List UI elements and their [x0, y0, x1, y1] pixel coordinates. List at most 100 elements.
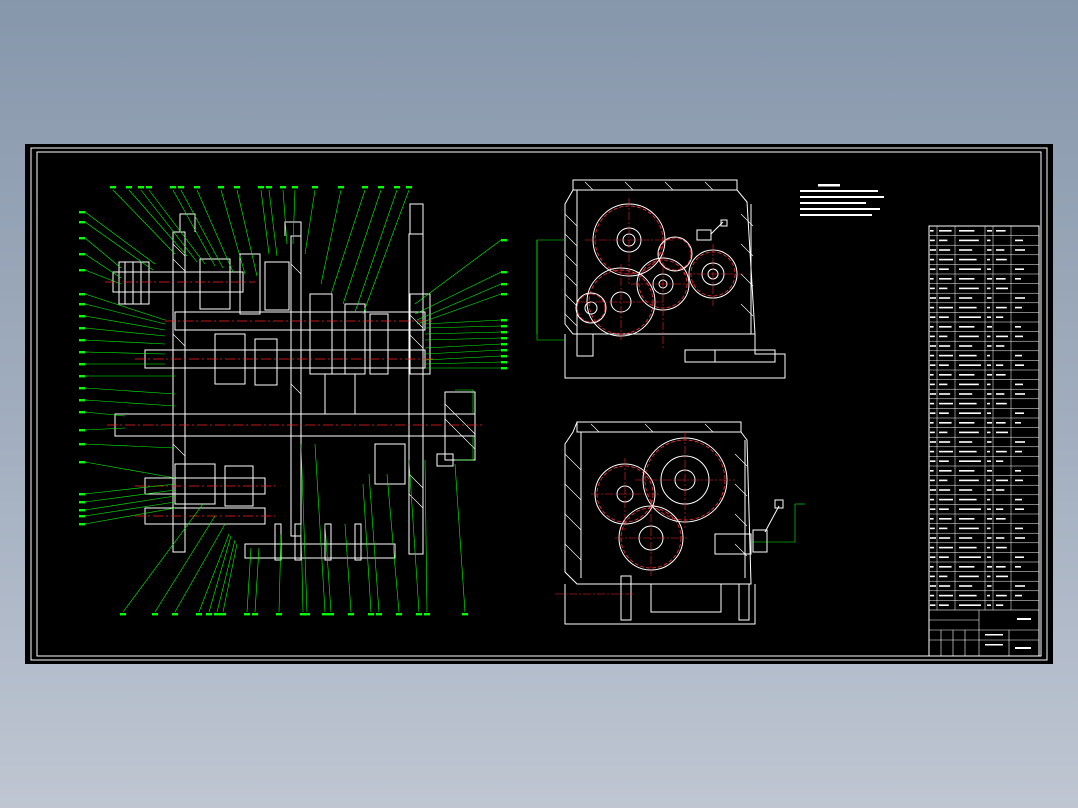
- parts-cell-text: [959, 566, 975, 568]
- parts-cell-text: [930, 335, 935, 338]
- parts-cell-text: [930, 326, 934, 328]
- part-number-label: [79, 339, 85, 342]
- parts-cell-text: [939, 431, 948, 434]
- parts-cell-text: [987, 335, 991, 338]
- parts-cell-text: [1015, 383, 1023, 386]
- leader-lines-left: [84, 211, 176, 525]
- parts-cell-text: [939, 230, 952, 232]
- part-number-label: [79, 411, 85, 414]
- part-number-label: [214, 613, 220, 616]
- parts-cell-text: [959, 335, 979, 338]
- parts-cell-text: [1015, 306, 1022, 309]
- parts-cell-text: [987, 393, 992, 395]
- part-number-label: [170, 186, 176, 189]
- title-block: [928, 609, 1040, 657]
- part-number-label: [79, 375, 85, 378]
- parts-cell-text: [930, 470, 934, 472]
- part-number-label: [462, 613, 468, 616]
- part-number-label: [220, 613, 226, 616]
- parts-cell-text: [1015, 556, 1024, 558]
- parts-cell-text: [959, 527, 979, 530]
- part-number-label: [376, 613, 382, 616]
- parts-cell-text: [1015, 393, 1025, 395]
- parts-cell-text: [996, 450, 1007, 453]
- part-number-label: [79, 501, 85, 504]
- parts-cell-text: [939, 239, 948, 242]
- parts-cell-text: [996, 287, 1008, 290]
- parts-cell-text: [1015, 566, 1021, 568]
- parts-cell-text: [1015, 470, 1021, 472]
- part-number-label: [79, 237, 85, 240]
- parts-cell-text: [996, 402, 1007, 405]
- parts-cell-text: [930, 508, 936, 510]
- parts-cell-text: [987, 297, 992, 299]
- parts-cell-text: [959, 518, 975, 520]
- parts-cell-text: [959, 604, 981, 606]
- parts-cell-text: [1015, 326, 1021, 328]
- parts-cell-text: [987, 364, 991, 366]
- parts-cell-text: [987, 268, 991, 270]
- part-number-label: [304, 613, 310, 616]
- parts-cell-text: [959, 431, 979, 434]
- parts-cell-text: [996, 566, 1006, 568]
- part-number-label: [79, 443, 85, 446]
- parts-cell-text: [930, 575, 935, 578]
- parts-cell-text: [959, 354, 977, 357]
- part-number-label: [79, 387, 85, 390]
- parts-cell-text: [959, 345, 973, 347]
- parts-cell-text: [987, 249, 992, 251]
- parts-cell-text: [939, 278, 952, 280]
- part-number-label: [501, 337, 507, 340]
- parts-cell-text: [959, 422, 975, 424]
- parts-cell-text: [939, 258, 953, 261]
- parts-cell-text: [939, 450, 953, 453]
- parts-cell-text: [939, 422, 952, 424]
- parts-cell-text: [930, 489, 936, 491]
- parts-cell-text: [939, 460, 949, 462]
- parts-cell-text: [930, 345, 936, 347]
- parts-cell-text: [939, 470, 952, 472]
- part-number-label: [501, 293, 507, 296]
- parts-cell-text: [930, 249, 936, 251]
- part-number-label: [79, 327, 85, 330]
- leader-lines-right: [414, 239, 502, 461]
- part-number-label: [79, 461, 85, 464]
- parts-cell-text: [987, 402, 990, 405]
- parts-cell-text: [959, 316, 981, 318]
- part-number-label: [138, 186, 144, 189]
- part-number-label: [394, 186, 400, 189]
- parts-cell-text: [939, 566, 952, 568]
- parts-cell-text: [930, 431, 935, 434]
- parts-cell-text: [996, 230, 1006, 232]
- section-view-top: [536, 179, 786, 379]
- part-number-label: [501, 361, 507, 364]
- parts-cell-text: [939, 335, 948, 338]
- part-number-label: [196, 613, 202, 616]
- parts-cell-text: [996, 546, 1007, 549]
- part-number-label: [79, 509, 85, 512]
- parts-cell-text: [959, 239, 979, 242]
- parts-cell-text: [930, 594, 935, 597]
- parts-cell-text: [1015, 278, 1021, 280]
- parts-cell-text: [996, 364, 1004, 366]
- parts-cell-text: [959, 402, 977, 405]
- parts-cell-text: [987, 230, 992, 232]
- technical-requirements: [800, 184, 884, 216]
- parts-cell-text: [987, 604, 991, 606]
- parts-cell-text: [930, 297, 936, 299]
- parts-cell-text: [939, 374, 952, 376]
- parts-cell-text: [996, 537, 1005, 539]
- parts-cell-text: [987, 594, 990, 597]
- parts-cell-text: [930, 441, 936, 443]
- part-number-marks: [79, 186, 507, 616]
- part-number-label: [120, 613, 126, 616]
- parts-cell-text: [996, 258, 1007, 261]
- parts-cell-text: [930, 498, 935, 501]
- parts-cell-text: [1015, 249, 1025, 251]
- part-number-label: [79, 293, 85, 296]
- parts-cell-text: [939, 489, 951, 491]
- part-number-label: [79, 429, 85, 432]
- part-number-label: [501, 271, 507, 274]
- parts-cell-text: [996, 460, 1004, 462]
- parts-cell-text: [959, 249, 973, 251]
